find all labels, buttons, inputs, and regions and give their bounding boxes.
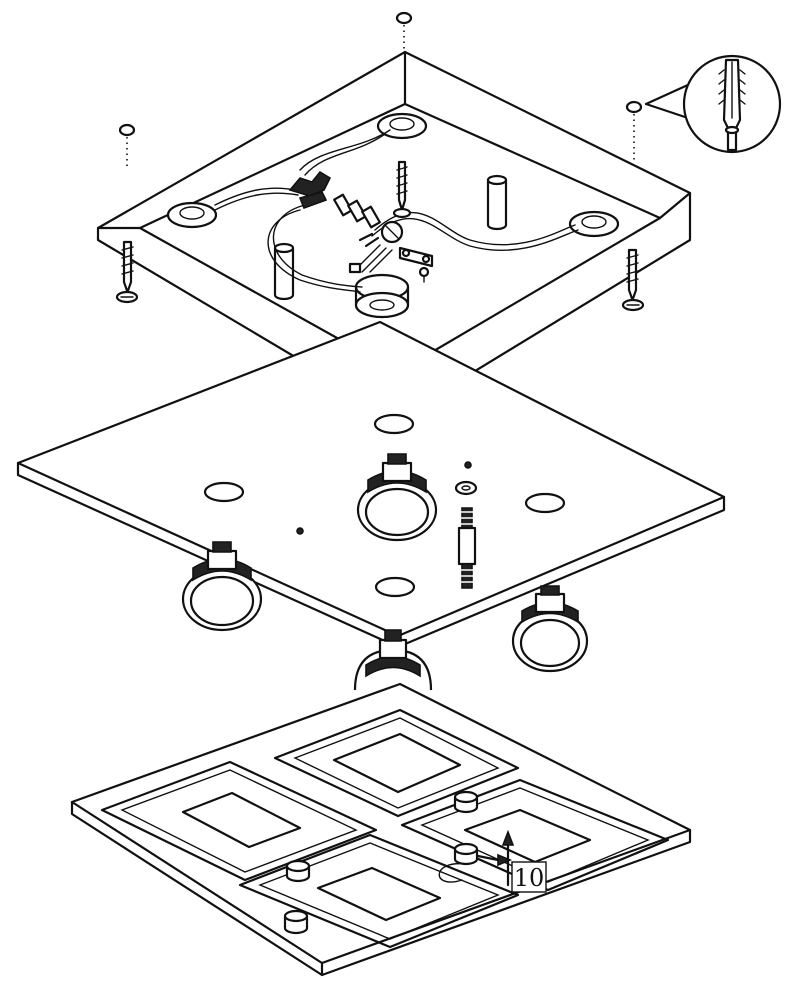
callout-number: 10 xyxy=(511,861,547,893)
drill-marker-left xyxy=(118,123,136,170)
standoff-post-right xyxy=(486,174,508,231)
socket-holder-left xyxy=(166,201,218,229)
socket-holder-bottom xyxy=(354,273,410,319)
drill-marker-top xyxy=(395,11,413,52)
screw-left xyxy=(115,240,139,304)
spotlight-bulb-front xyxy=(353,629,433,691)
socket-holder-right xyxy=(568,210,620,238)
spotlight-bulb-center xyxy=(356,453,438,542)
screw-right xyxy=(621,248,645,312)
decorative-cover xyxy=(70,682,692,977)
screw-center xyxy=(392,160,412,219)
rotate-arrow-icon xyxy=(438,829,515,887)
cover-knob-1 xyxy=(453,790,479,814)
wall-plug-icon xyxy=(644,54,782,154)
callout-number-text: 10 xyxy=(514,864,545,892)
socket-holder-top xyxy=(376,112,428,140)
drill-marker-right xyxy=(625,100,643,160)
wiring xyxy=(214,129,579,293)
cover-knob-2 xyxy=(285,859,311,883)
spotlight-bulb-left xyxy=(181,541,263,632)
cover-knob-4 xyxy=(283,909,309,935)
spotlight-bulb-right xyxy=(511,585,589,673)
cover-knob-3 xyxy=(453,842,479,866)
